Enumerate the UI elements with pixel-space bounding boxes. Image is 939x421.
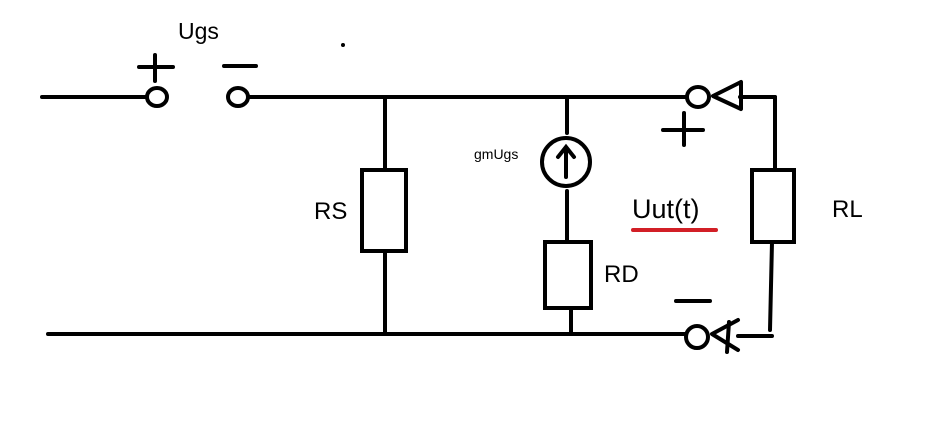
output-connectors bbox=[710, 80, 743, 354]
output-minus-terminal bbox=[684, 324, 710, 350]
rs-resistor bbox=[360, 168, 408, 253]
uut-label: Uut(t) bbox=[632, 194, 700, 224]
ugs-plus-terminal bbox=[145, 86, 169, 108]
rl-resistor bbox=[750, 168, 796, 244]
ugs-terminals bbox=[145, 86, 250, 108]
bottom-connector-stroke bbox=[725, 320, 731, 354]
rl-bottom-lead bbox=[768, 240, 774, 332]
ugs-polarity-marks bbox=[137, 53, 258, 83]
top-connector-arrow-icon bbox=[711, 80, 743, 111]
arrow-head bbox=[556, 143, 576, 159]
output-plus-terminal bbox=[685, 85, 711, 109]
rd-label: RD bbox=[604, 261, 639, 288]
rd-resistor bbox=[543, 240, 593, 310]
rs-label: RS bbox=[314, 198, 347, 225]
stray-dot bbox=[341, 43, 345, 47]
bottom-connector-arrow-icon bbox=[710, 318, 740, 352]
gm-label: gmUgs bbox=[474, 146, 518, 162]
wires bbox=[40, 95, 777, 338]
ugs-minus-terminal bbox=[226, 86, 250, 108]
rl-label: RL bbox=[832, 196, 863, 223]
output-terminals bbox=[684, 85, 711, 350]
current-source-arrow-icon bbox=[556, 143, 576, 179]
ugs-label: Ugs bbox=[178, 18, 219, 44]
output-polarity-marks bbox=[661, 111, 712, 303]
